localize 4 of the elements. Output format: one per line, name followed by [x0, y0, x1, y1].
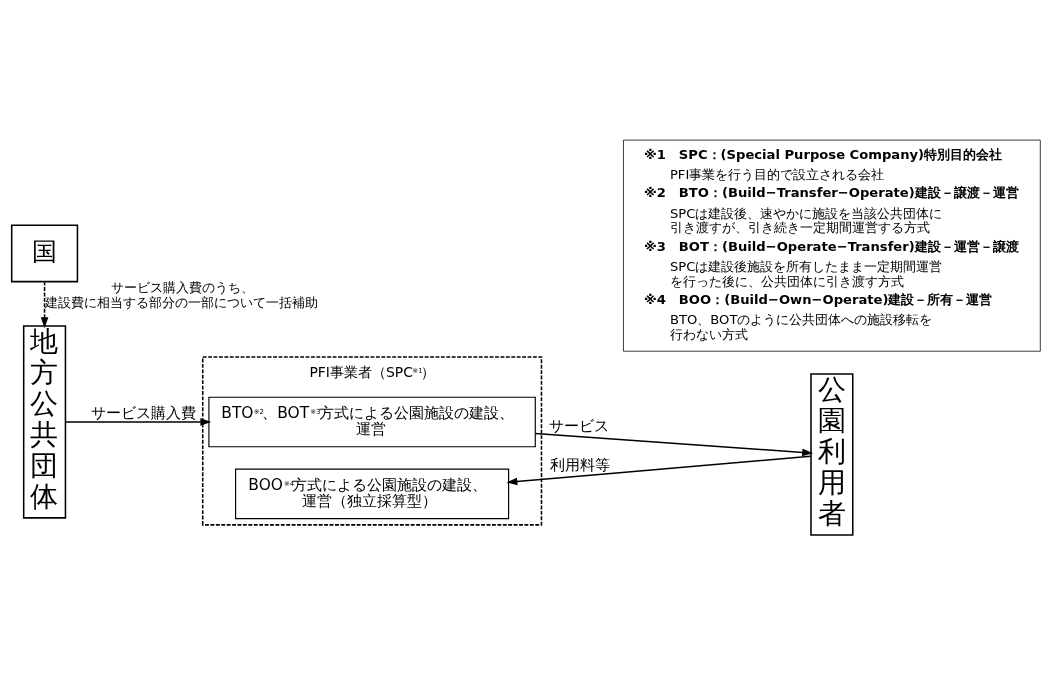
- edge-label: サービス: [549, 417, 610, 435]
- edge-label: サービス購入費: [91, 403, 197, 421]
- edge-label: サービス購入費のうち、建設費に相当する部分の一部について一括補助: [44, 280, 318, 310]
- edge-label: 利用料等: [549, 456, 610, 474]
